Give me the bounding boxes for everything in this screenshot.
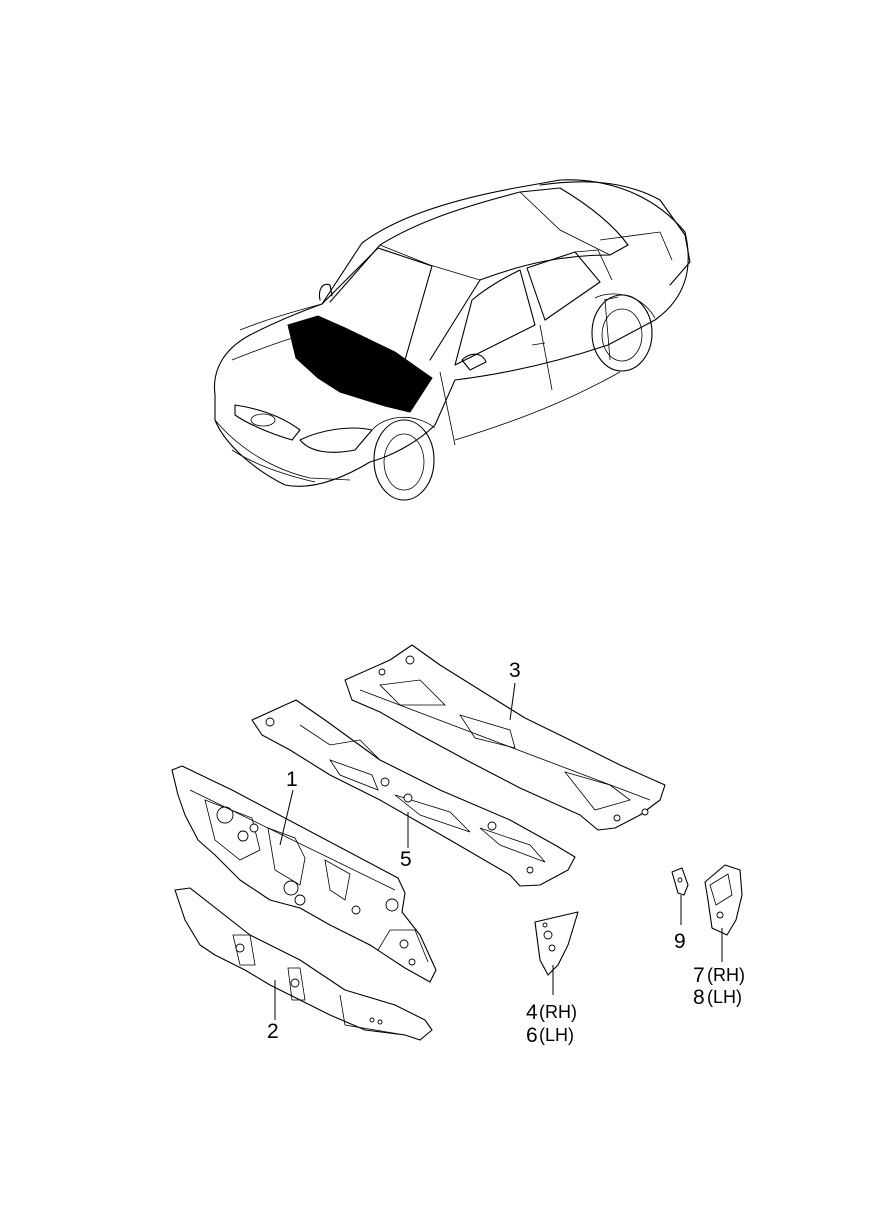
- part-3-cowl-panel: [344, 644, 666, 831]
- part-7-8-side-panel: [704, 864, 743, 962]
- part-1-dash-panel: [171, 765, 437, 983]
- part-4-6-bracket: [534, 911, 579, 995]
- callout-8: 8: [693, 986, 705, 1009]
- callout-4-side: (RH): [539, 1002, 577, 1022]
- car-illustration: [213, 179, 691, 501]
- callout-1: 1: [286, 768, 298, 791]
- part-5-upper-cowl: [251, 699, 576, 887]
- part-9-small-bracket: [671, 867, 689, 925]
- callout-2: 2: [267, 1020, 279, 1043]
- callout-7-side: (RH): [707, 965, 745, 985]
- callout-5: 5: [400, 848, 412, 871]
- callout-6-side: (LH): [539, 1025, 574, 1045]
- callout-6: 6: [526, 1024, 538, 1047]
- callout-9: 9: [674, 930, 686, 953]
- part-2-cross-member: [174, 887, 433, 1041]
- callout-3: 3: [509, 659, 521, 682]
- callout-4: 4: [526, 1001, 538, 1024]
- callout-8-side: (LH): [707, 987, 742, 1007]
- callout-7: 7: [693, 964, 705, 987]
